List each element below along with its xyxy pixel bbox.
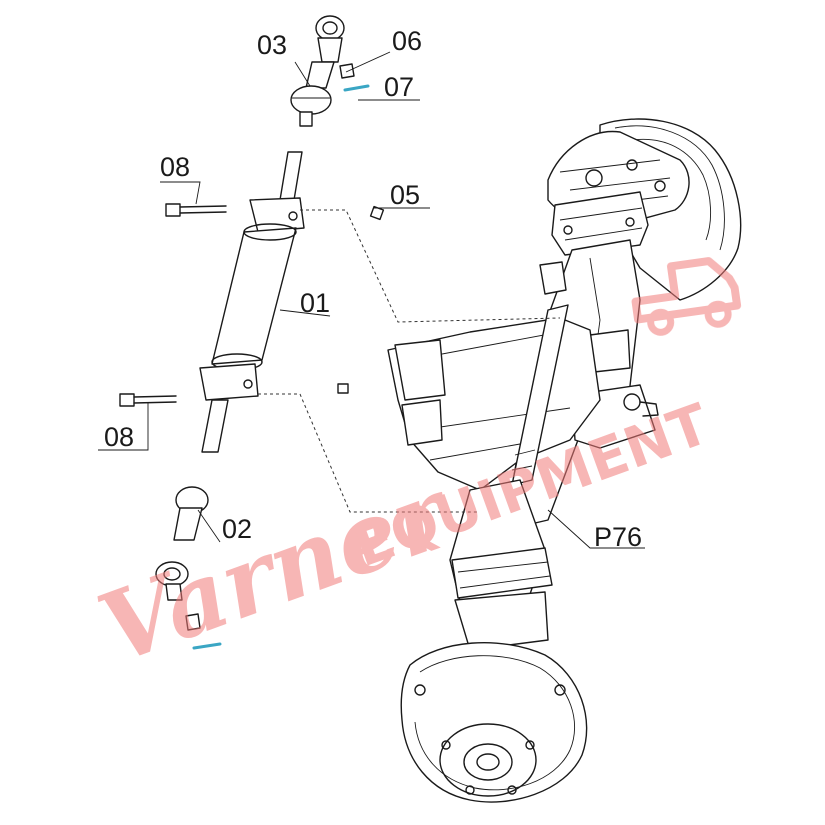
piston-rod-bottom bbox=[201, 399, 229, 453]
piston-rod-top bbox=[279, 151, 303, 201]
watermark-script: Varner bbox=[85, 454, 468, 685]
connection-lines bbox=[258, 209, 561, 513]
callout-06: 06 bbox=[392, 26, 423, 56]
grease-nipple-05 bbox=[369, 205, 385, 221]
callout-07: 07 bbox=[384, 72, 415, 102]
watermark: Varner EQUIPMENT bbox=[85, 257, 742, 686]
callout-08-lower: 08 bbox=[104, 422, 135, 452]
axle-housing bbox=[387, 239, 659, 531]
bolt-lower bbox=[119, 393, 177, 407]
callout-01: 01 bbox=[300, 288, 331, 318]
upper-hub bbox=[547, 118, 742, 301]
cylinder-barrel bbox=[211, 227, 297, 365]
callout-08-upper: 08 bbox=[160, 152, 191, 182]
cotter-pin-07 bbox=[343, 84, 370, 92]
callout-05: 05 bbox=[390, 180, 421, 210]
grease-nipple-center bbox=[337, 383, 349, 394]
steering-cylinder bbox=[119, 15, 385, 650]
rod-end-top bbox=[290, 15, 345, 127]
nut-06 bbox=[339, 63, 355, 79]
rod-end-bottom bbox=[155, 486, 209, 631]
bolt-upper bbox=[165, 203, 227, 217]
clamp-bottom bbox=[199, 363, 259, 401]
leader-lines bbox=[98, 51, 645, 549]
callout-02: 02 bbox=[222, 514, 253, 544]
clamp-top bbox=[249, 197, 305, 233]
cotter-pin-lower bbox=[192, 642, 222, 650]
lower-hub bbox=[400, 479, 588, 803]
callout-03: 03 bbox=[257, 30, 288, 60]
callout-p76: P76 bbox=[594, 522, 643, 552]
axle-assembly bbox=[387, 118, 742, 803]
truck-icon bbox=[631, 257, 742, 336]
